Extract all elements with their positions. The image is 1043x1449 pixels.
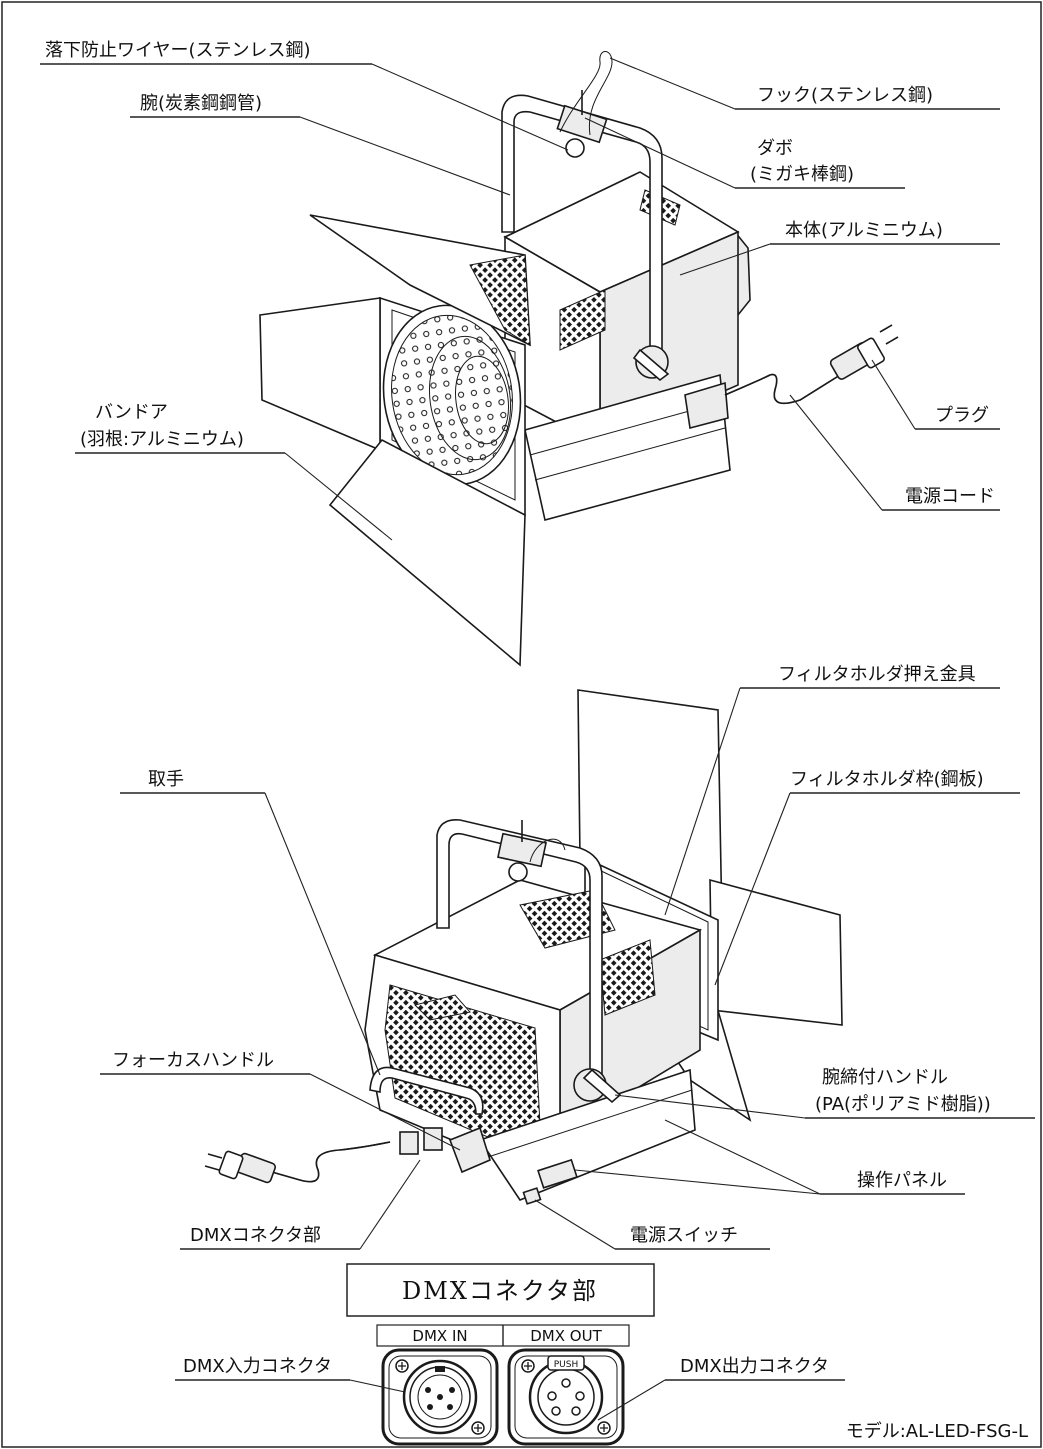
barndoor-bottom-leaf [328,438,526,667]
label-arm-lock-2: (PA(ポリアミド樹脂)) [815,1094,991,1115]
label-plug: プラグ [935,405,989,426]
label-dowel-2: (ミガキ棒鋼) [750,164,854,185]
dmx-out-push-text: PUSH [554,1360,579,1370]
dmx-in-connector [381,1348,499,1446]
rear-plug [204,1150,277,1184]
label-body: 本体(アルミニウム) [785,220,943,241]
label-safety-wire: 落下防止ワイヤー(ステンレス鋼) [45,40,311,61]
label-dmx-connector-section: DMXコネクタ部 [190,1225,321,1246]
dmx-detail: DMXコネクタ部 DMX IN DMX OUT [175,1263,1028,1446]
rear-handle [369,1066,484,1115]
label-power-cord: 電源コード [905,486,995,507]
callouts-bottom: フィルタホルダ押え金具 取手 フィルタホルダ枠(鋼板) フォーカスハンドル 腕締… [100,664,1035,1250]
label-dmx-input: DMX入力コネクタ [183,1356,332,1377]
dmx-out-connector: PUSH [507,1348,625,1446]
label-power-switch: 電源スイッチ [630,1225,738,1246]
rear-focus-handle [448,1126,491,1174]
vent-mesh-top [559,289,606,351]
label-barndoor-1: バンドア [95,402,168,423]
label-handle: 取手 [148,769,184,790]
model-label: モデル:AL-LED-FSG-L [846,1421,1028,1442]
label-dowel-1: ダボ [757,138,793,159]
label-control-panel: 操作パネル [857,1170,947,1191]
barndoor-left-leaf [259,297,381,452]
label-barndoor-2: (羽根:アルミニウム) [80,429,244,450]
dmx-detail-title-box [346,1263,655,1317]
label-hook: フック(ステンレス鋼) [757,85,933,106]
front-view-fixture [259,51,899,667]
rear-power-switch [522,1187,542,1205]
plug-top [829,324,899,380]
rear-view-fixture [204,689,843,1205]
label-filter-clamp: フィルタホルダ押え金具 [778,664,976,685]
label-arm: 腕(炭素鋼鋼管) [140,93,262,114]
dmx-out-caption: DMX OUT [530,1327,602,1345]
rear-control-panel [537,1158,578,1189]
dmx-in-caption: DMX IN [412,1327,467,1345]
label-arm-lock-1: 腕締付ハンドル [822,1067,948,1088]
label-dmx-output: DMX出力コネクタ [680,1356,829,1377]
label-focus-handle: フォーカスハンドル [112,1050,274,1071]
rear-barndoor-right [709,878,843,1026]
label-filter-frame: フィルタホルダ枠(鋼板) [790,769,984,790]
callouts-top: 落下防止ワイヤー(ステンレス鋼) 腕(炭素鋼鋼管) フック(ステンレス鋼) ダボ… [40,40,1000,541]
dmx-detail-title: DMXコネクタ部 [402,1277,598,1305]
